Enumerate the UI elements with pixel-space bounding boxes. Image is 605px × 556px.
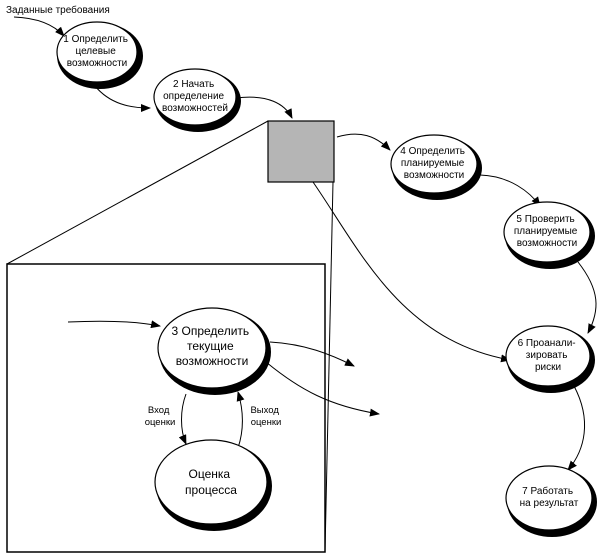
edge-5-to-6 — [577, 261, 597, 334]
step-4-node: 4 Определить планируемые возможности — [390, 134, 482, 200]
svg-text:2 Начать определение: 2 Начать определение возможностей — [162, 79, 228, 114]
detail-frame — [6, 263, 326, 553]
step-6-node: 6 Проанали- зировать риски — [505, 325, 595, 393]
edge-input-to-1 — [13, 16, 65, 37]
assessment-input-label: Вход оценки — [145, 405, 176, 428]
edge-3-out-upper — [269, 341, 355, 367]
edge-1-to-2 — [94, 85, 151, 112]
svg-text:1 Определить целевые: 1 Определить целевые возможности — [63, 34, 131, 69]
expanded-step-box — [267, 120, 335, 183]
edge-3-to-assessment — [178, 393, 187, 445]
process-assessment-node: Оценка процесса — [154, 439, 272, 531]
input-requirements-label: Заданные требования — [6, 4, 110, 16]
svg-text:Оценка процесса: Оценка процесса — [185, 467, 237, 497]
edge-box-to-6 — [312, 181, 511, 363]
edge-into-3 — [67, 320, 161, 329]
zoom-line-right — [324, 181, 334, 553]
step-2-node: 2 Начать определение возможностей — [153, 68, 241, 132]
svg-text:7 Работать на результат: 7 Работать на результат — [520, 485, 579, 509]
edge-3-out-lower — [265, 361, 380, 417]
svg-text:5 Проверить планируемые: 5 Проверить планируемые возможности — [514, 214, 580, 249]
edge-6-to-7 — [567, 385, 586, 471]
zoom-line-left — [6, 120, 269, 265]
edge-2-to-box — [235, 96, 293, 119]
assessment-output-label: Выход оценки — [250, 405, 281, 428]
svg-text:6 Проанали- зировать: 6 Проанали- зировать риски — [518, 338, 579, 373]
edge-4-to-5 — [479, 174, 541, 207]
svg-text:4 Определить планируемые: 4 Определить планируемые возможности — [400, 146, 468, 181]
edge-box-to-4 — [336, 133, 391, 151]
step-1-node: 1 Определить целевые возможности — [56, 21, 143, 89]
step-7-node: 7 Работать на результат — [505, 465, 597, 537]
edge-assessment-to-3 — [236, 391, 245, 449]
svg-text:3 Определить текущие: 3 Определить текущие возможности — [172, 324, 253, 368]
step-5-node: 5 Проверить планируемые возможности — [503, 201, 595, 269]
step-3-node: 3 Определить текущие возможности — [157, 307, 271, 395]
